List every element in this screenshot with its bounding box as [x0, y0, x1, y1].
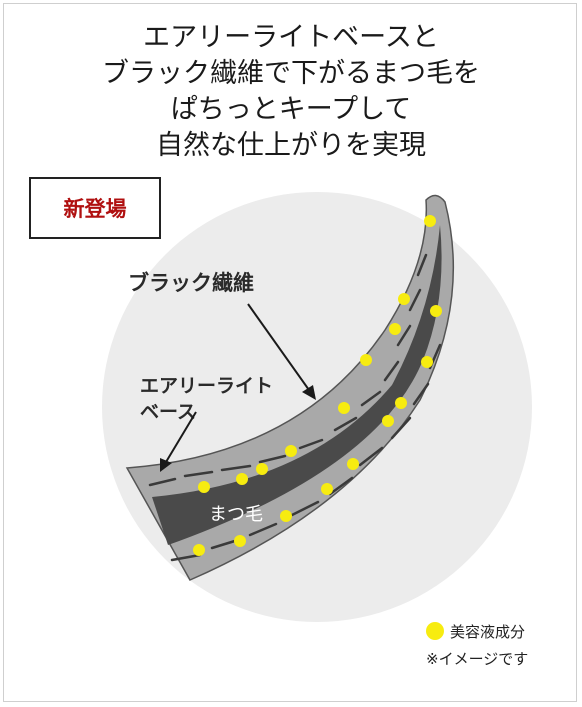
black-fiber-arrowhead [302, 385, 316, 400]
headline-line-3: ぱちっとキープして [170, 94, 412, 125]
headline-line-2: ブラック繊維で下がるまつ毛を [102, 58, 480, 89]
base-arrow-line [165, 411, 197, 463]
image-note: ※イメージです [426, 650, 529, 668]
black-fiber-label: ブラック繊維 [128, 271, 254, 295]
serum-dots [193, 215, 442, 556]
black-fibers [148, 253, 442, 562]
new-arrival-badge: 新登場 [29, 177, 161, 239]
headline-line-4: 自然な仕上がりを実現 [156, 130, 426, 161]
serum-dot-icon [426, 622, 444, 640]
base-label-line-2: ベース [140, 401, 196, 423]
base-arrowhead [160, 458, 172, 472]
legend-dot-label: 美容液成分 [450, 622, 526, 641]
headline: エアリーライトベースと ブラック繊維で下がるまつ毛を ぱちっとキープして 自然な… [0, 20, 582, 164]
headline-line-1: エアリーライトベースと [143, 22, 439, 53]
lash-label: まつ毛 [209, 504, 263, 525]
black-fiber-arrow-line [247, 303, 310, 391]
base-label-line-1: エアリーライト [140, 375, 273, 397]
legend: 美容液成分 ※イメージです [426, 618, 528, 669]
lash-core [152, 225, 442, 545]
